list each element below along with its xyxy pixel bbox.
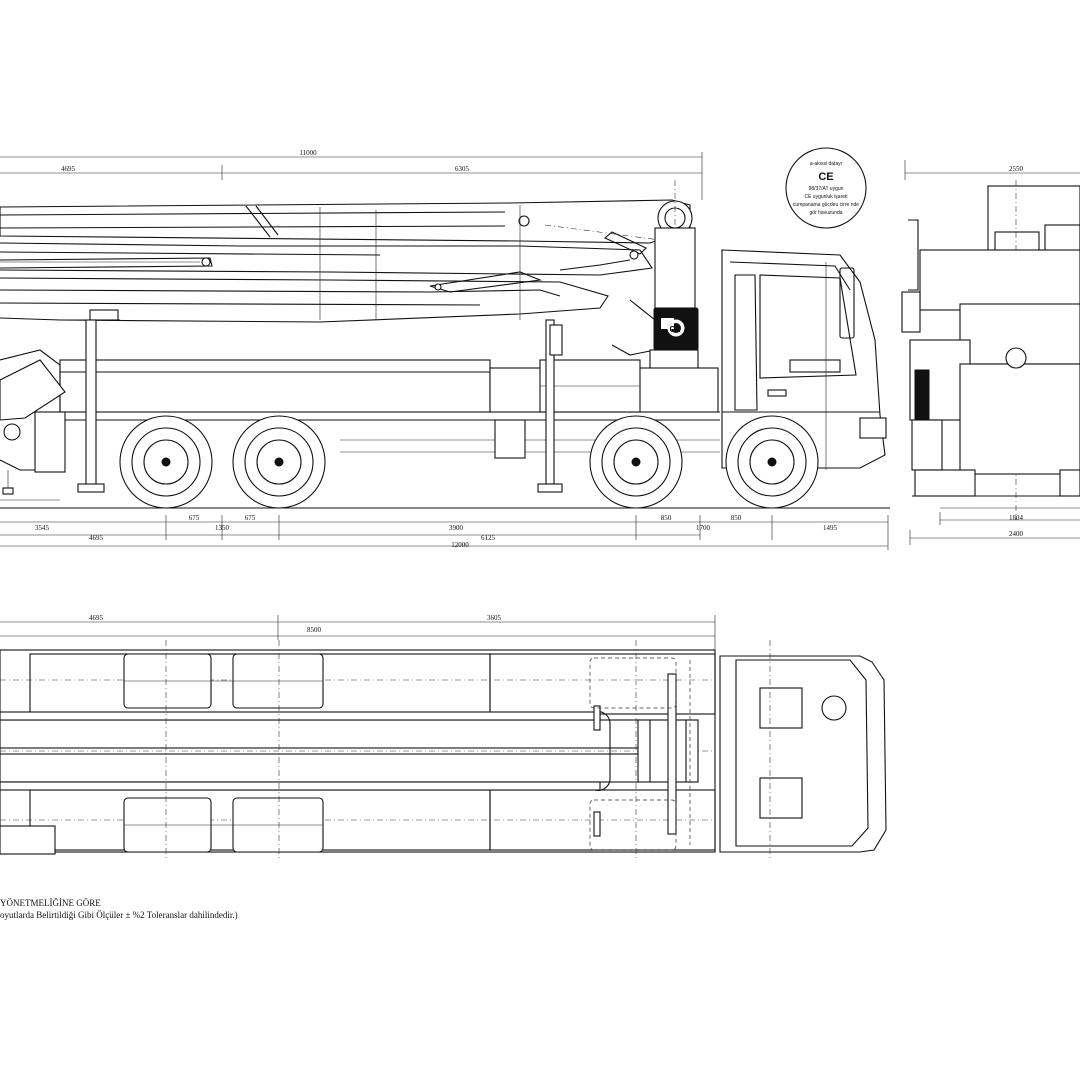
seal-line-5: cumpanama gücdeu cirre nde xyxy=(793,202,859,208)
dim-boom-right: 6305 xyxy=(455,165,470,173)
front-wheel-2 xyxy=(725,415,819,509)
turret-ce-mark: CE xyxy=(669,325,681,334)
seal-ce-mark: CE xyxy=(818,171,833,183)
seal-line-1: a-alossi datayı xyxy=(810,161,842,167)
rear-wheel-1 xyxy=(119,415,213,509)
dim-plan-overall: 8500 xyxy=(307,626,322,634)
side-view: 11000 4695 6305 xyxy=(0,147,890,550)
dim-front-section: 6125 xyxy=(481,534,496,542)
dim-plan-left: 4695 xyxy=(89,614,104,622)
dim-overall-length: 12000 xyxy=(451,541,469,549)
boom-assembly xyxy=(0,180,693,400)
dim-front-bogie: 1700 xyxy=(696,524,711,532)
chassis xyxy=(59,309,720,493)
drawing-notes: YÖNETMELİĞİNE GÖRE oyutlarda Belirtildiğ… xyxy=(0,898,238,920)
dim-track-width: 1804 xyxy=(1009,514,1024,522)
dim-front-boom-width: 2550 xyxy=(1009,165,1024,173)
front-wheel-1 xyxy=(589,415,683,509)
side-bottom-dimensions: 3545 675 1350 675 3900 850 1700 850 1495… xyxy=(0,514,889,550)
side-top-dimensions: 11000 4695 6305 xyxy=(0,149,703,200)
note-regulation: YÖNETMELİĞİNE GÖRE xyxy=(0,898,101,908)
dim-wheelbase: 3900 xyxy=(449,524,464,532)
plan-view: 4695 3605 8500 xyxy=(0,614,887,860)
seal-line-6: gör havuzunda xyxy=(809,210,842,216)
dim-front-axle-1: 850 xyxy=(661,514,672,522)
dim-rear-overhang: 3545 xyxy=(35,524,50,532)
note-tolerance: oyutlarda Belirtildiği Gibi Ölçüler ± %2… xyxy=(0,910,238,920)
seal-line-4: CE uygunluk işareti xyxy=(804,194,847,200)
dim-plan-right: 3605 xyxy=(487,614,502,622)
wheels xyxy=(0,415,890,509)
dim-rear-axle-1: 675 xyxy=(189,514,200,522)
dim-rear-bogie: 1350 xyxy=(215,524,230,532)
front-view: 2550 1804 2400 xyxy=(901,160,1080,545)
dim-boom-left: 4695 xyxy=(61,165,76,173)
dim-rear-section: 4695 xyxy=(89,534,104,542)
dim-front-axle-2: 850 xyxy=(731,514,742,522)
dim-front-overhang: 1495 xyxy=(823,524,838,532)
rear-wheel-2 xyxy=(232,415,326,509)
dim-overall-boom: 11000 xyxy=(299,149,317,157)
dim-rear-axle-2: 675 xyxy=(245,514,256,522)
seal-line-3: 98/37/AT uygun xyxy=(809,186,844,192)
dim-vehicle-width: 2400 xyxy=(1009,530,1024,538)
truck-cab xyxy=(721,249,887,470)
ce-seal: a-alossi datayı CE 98/37/AT uygun CE uyg… xyxy=(785,147,867,229)
rear-hopper xyxy=(0,349,66,501)
